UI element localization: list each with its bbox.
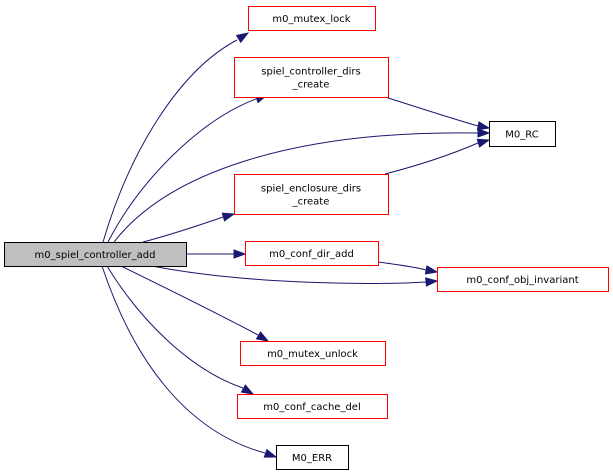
nodes-layer: m0_spiel_controller_add m0_mutex_lockspie… — [4, 6, 609, 470]
edge-line — [106, 265, 244, 389]
node-root: m0_spiel_controller_add — [4, 242, 187, 267]
node-label: m0_mutex_lock — [272, 14, 350, 25]
arrowhead-icon — [424, 265, 439, 275]
node-mutex-unlock[interactable]: m0_mutex_unlock — [240, 341, 386, 366]
node-box — [245, 241, 379, 266]
node-box — [4, 242, 187, 267]
edge-line — [113, 132, 479, 243]
edge-line — [120, 265, 259, 336]
arrowhead-icon — [476, 121, 491, 131]
edge-root-to-conf-obj-invariant — [151, 265, 439, 287]
arrowhead-icon — [477, 128, 491, 138]
node-controller-dirs-create[interactable]: spiel_controller_dirs _create — [234, 57, 389, 98]
node-box — [234, 174, 389, 215]
edge-enclosure-dirs-create-to-m0-rc — [384, 138, 491, 175]
arrowhead-icon — [476, 138, 491, 148]
node-box — [276, 445, 349, 470]
edge-root-to-enclosure-dirs-create — [142, 212, 236, 243]
edge-controller-dirs-create-to-m0-rc — [384, 96, 491, 131]
node-label: spiel_controller_dirs — [261, 67, 360, 78]
arrowhead-icon — [255, 331, 270, 342]
node-label: _create — [292, 197, 330, 208]
arrowhead-icon — [221, 212, 236, 222]
arrowhead-icon — [240, 384, 255, 395]
node-enclosure-dirs-create[interactable]: spiel_enclosure_dirs _create — [234, 174, 389, 215]
edge-root-to-conf-cache-del — [106, 265, 255, 395]
node-label: m0_mutex_unlock — [267, 349, 358, 360]
edge-conf-dir-add-to-conf-obj-invariant — [377, 261, 439, 275]
edge-line — [151, 265, 427, 284]
node-label: m0_conf_dir_add — [269, 249, 354, 260]
node-label: m0_spiel_controller_add — [35, 250, 156, 261]
node-conf-obj-invariant[interactable]: m0_conf_obj_invariant — [437, 267, 609, 292]
edge-root-to-m0-err — [101, 265, 278, 458]
edge-root-to-mutex-unlock — [120, 265, 270, 342]
arrowhead-icon — [263, 448, 278, 458]
node-m0-rc: M0_RC — [489, 121, 556, 147]
edge-line — [142, 216, 224, 243]
node-mutex-lock[interactable]: m0_mutex_lock — [248, 6, 376, 31]
edge-line — [101, 265, 266, 454]
arrowhead-icon — [425, 277, 439, 287]
node-box — [248, 6, 376, 31]
edge-root-to-mutex-lock — [102, 32, 250, 243]
node-box — [234, 57, 389, 98]
node-label: _create — [292, 80, 330, 91]
node-m0-err: M0_ERR — [276, 445, 349, 470]
node-box — [437, 267, 609, 292]
edge-root-to-conf-dir-add — [186, 249, 247, 259]
node-label: M0_RC — [505, 130, 538, 141]
node-conf-cache-del[interactable]: m0_conf_cache_del — [237, 394, 388, 419]
edge-line — [107, 98, 257, 243]
node-label: m0_conf_cache_del — [263, 402, 360, 413]
edge-line — [102, 39, 238, 243]
arrowhead-icon — [233, 249, 247, 259]
node-box — [240, 341, 386, 366]
node-label: M0_ERR — [292, 453, 332, 464]
node-label: spiel_enclosure_dirs — [261, 184, 361, 195]
edge-root-to-m0-rc — [113, 128, 491, 243]
node-conf-dir-add[interactable]: m0_conf_dir_add — [245, 241, 379, 266]
edge-line — [377, 261, 427, 271]
node-box — [237, 394, 388, 419]
edge-root-to-controller-dirs-create — [107, 94, 269, 243]
node-label: m0_conf_obj_invariant — [466, 275, 578, 286]
arrowhead-icon — [235, 32, 250, 44]
edge-line — [384, 96, 479, 127]
node-box — [489, 121, 556, 147]
edge-line — [384, 142, 479, 175]
